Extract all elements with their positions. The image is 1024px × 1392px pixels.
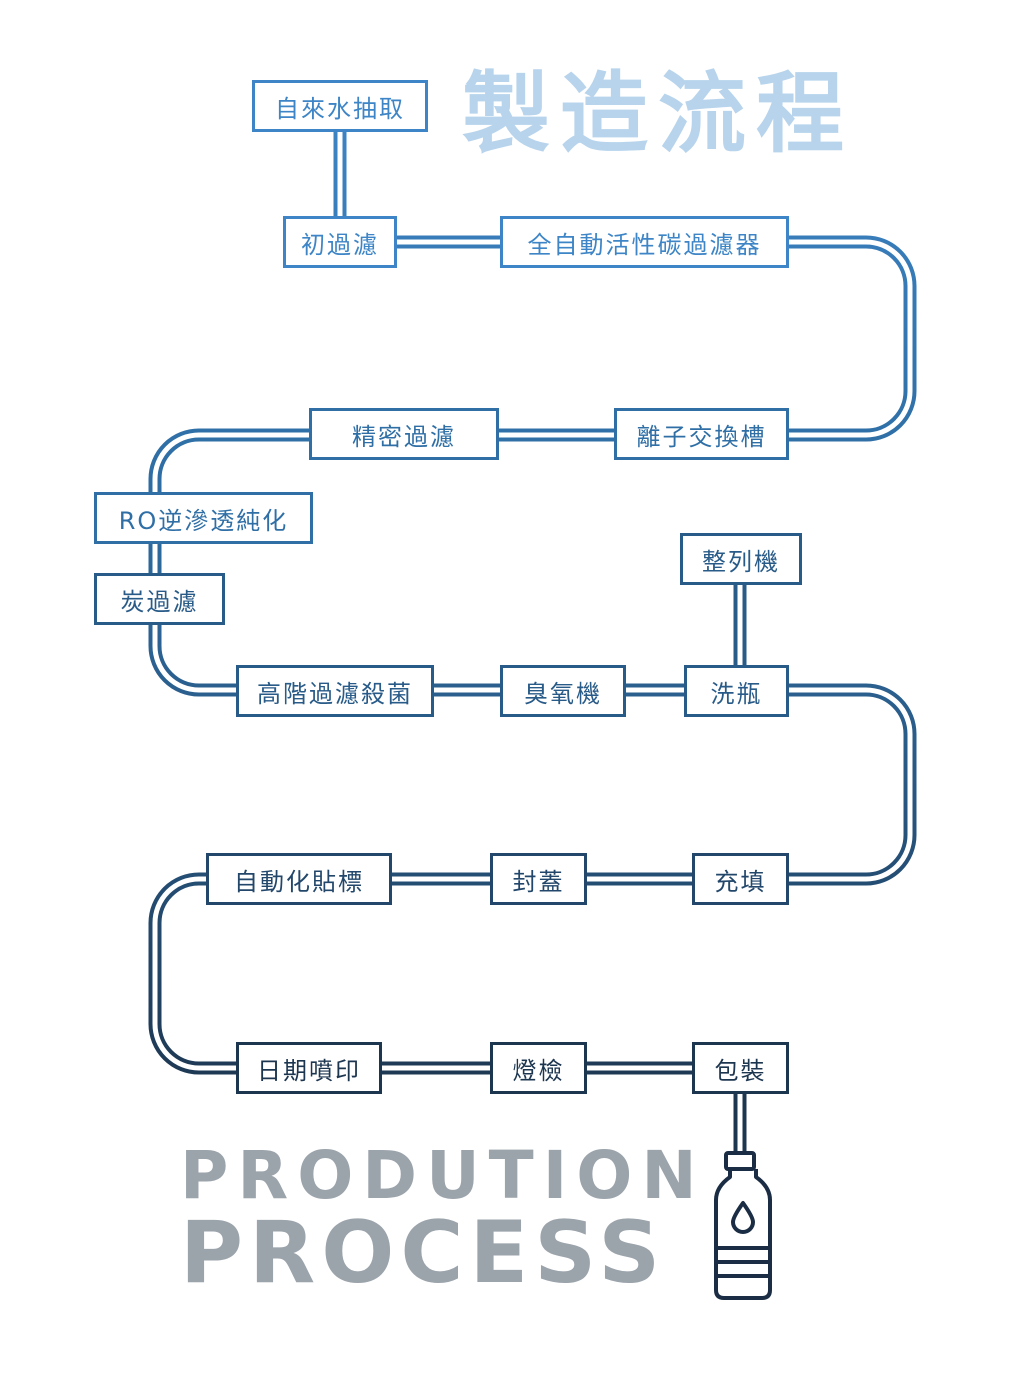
step-filling: 充填 xyxy=(692,853,789,905)
english-title-line2: PROCESS xyxy=(180,1203,667,1303)
step-light-inspection: 燈檢 xyxy=(490,1042,587,1094)
step-sterilization: 高階過濾殺菌 xyxy=(236,665,434,717)
step-fine-filtration: 精密過濾 xyxy=(309,408,499,460)
step-water-intake: 自來水抽取 xyxy=(252,80,428,132)
step-ro-purification: RO逆滲透純化 xyxy=(94,492,313,544)
step-charcoal-filtration: 炭過濾 xyxy=(94,573,225,625)
step-carbon-filter: 全自動活性碳過濾器 xyxy=(500,216,789,268)
main-pipe xyxy=(148,130,917,1075)
step-labeling: 自動化貼標 xyxy=(206,853,392,905)
page-title: 製造流程 xyxy=(462,62,855,165)
step-packaging: 包裝 xyxy=(692,1042,789,1094)
step-bottle-sorter: 整列機 xyxy=(680,533,802,585)
step-ion-exchange: 離子交換槽 xyxy=(614,408,789,460)
step-bottle-washing: 洗瓶 xyxy=(684,665,789,717)
water-bottle-icon xyxy=(714,1151,772,1300)
step-capping: 封蓋 xyxy=(490,853,587,905)
english-title-line1: PRODUTION xyxy=(180,1137,706,1214)
main-pipe-inner xyxy=(152,130,913,1071)
step-ozone: 臭氧機 xyxy=(500,665,626,717)
step-date-printing: 日期噴印 xyxy=(236,1042,382,1094)
step-pre-filtration: 初過濾 xyxy=(283,216,397,268)
